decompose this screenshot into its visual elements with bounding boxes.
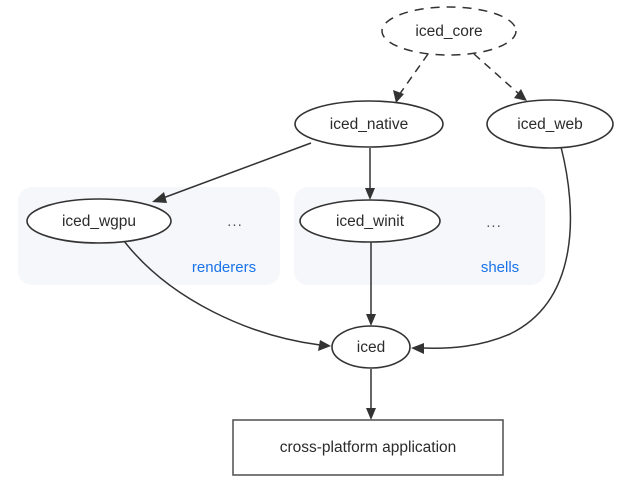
edge-wgpu-to-iced-line (123, 240, 321, 346)
cluster-renderers-label: renderers (192, 259, 256, 276)
edge-core-to-native-line (398, 53, 429, 96)
edge-native-to-wgpu (152, 142, 312, 203)
node-iced-core-label: iced_core (415, 23, 482, 40)
edge-web-to-iced (411, 146, 572, 354)
edge-wgpu-to-iced-arrowhead (318, 340, 331, 351)
edge-core-to-web (473, 53, 527, 101)
node-iced[interactable]: iced (331, 325, 411, 369)
edge-native-to-winit (365, 148, 375, 200)
node-iced-core[interactable]: iced_core (381, 6, 517, 56)
cluster-shells-label: shells (481, 259, 519, 276)
node-cross-platform-application-shape[interactable] (232, 419, 504, 476)
node-iced-native[interactable]: iced_native (294, 100, 444, 148)
edge-web-to-iced-line (421, 146, 572, 349)
node-cross-platform-application[interactable]: cross-platform application (232, 419, 504, 476)
edge-native-to-wgpu-arrowhead (152, 192, 167, 203)
node-iced-winit-shape[interactable] (299, 199, 441, 243)
edge-iced-to-app (366, 369, 376, 420)
edge-winit-to-iced (366, 242, 376, 326)
node-iced-core-shape[interactable] (381, 6, 517, 56)
node-iced-label: iced (357, 339, 385, 356)
renderers-more-placeholder: ... (227, 213, 243, 230)
edge-winit-to-iced-arrowhead (366, 314, 376, 326)
node-iced-wgpu-label: iced_wgpu (62, 213, 136, 230)
node-iced-web-shape[interactable] (486, 99, 614, 149)
node-iced-web-label: iced_web (517, 116, 583, 133)
node-iced-winit-label: iced_winit (336, 213, 405, 230)
edge-core-to-web-line (473, 53, 520, 95)
shells-more-placeholder: ... (486, 214, 502, 231)
edge-wgpu-to-iced (123, 240, 331, 351)
node-iced-winit[interactable]: iced_winit (299, 199, 441, 243)
node-cross-platform-application-label: cross-platform application (280, 439, 457, 456)
edge-web-to-iced-arrowhead (411, 343, 424, 354)
node-iced-native-label: iced_native (330, 116, 408, 133)
node-iced-web[interactable]: iced_web (486, 99, 614, 149)
edge-core-to-web-arrowhead (514, 89, 527, 101)
node-iced-native-shape[interactable] (294, 100, 444, 148)
edge-iced-to-app-arrowhead (366, 408, 376, 420)
edge-native-to-wgpu-line (162, 142, 312, 199)
node-iced-shape[interactable] (331, 325, 411, 369)
edge-core-to-native (393, 53, 429, 103)
node-iced-wgpu[interactable]: iced_wgpu (26, 198, 172, 244)
node-iced-wgpu-shape[interactable] (26, 198, 172, 244)
edge-native-to-winit-arrowhead (365, 188, 375, 200)
edge-core-to-native-arrowhead (393, 90, 404, 103)
